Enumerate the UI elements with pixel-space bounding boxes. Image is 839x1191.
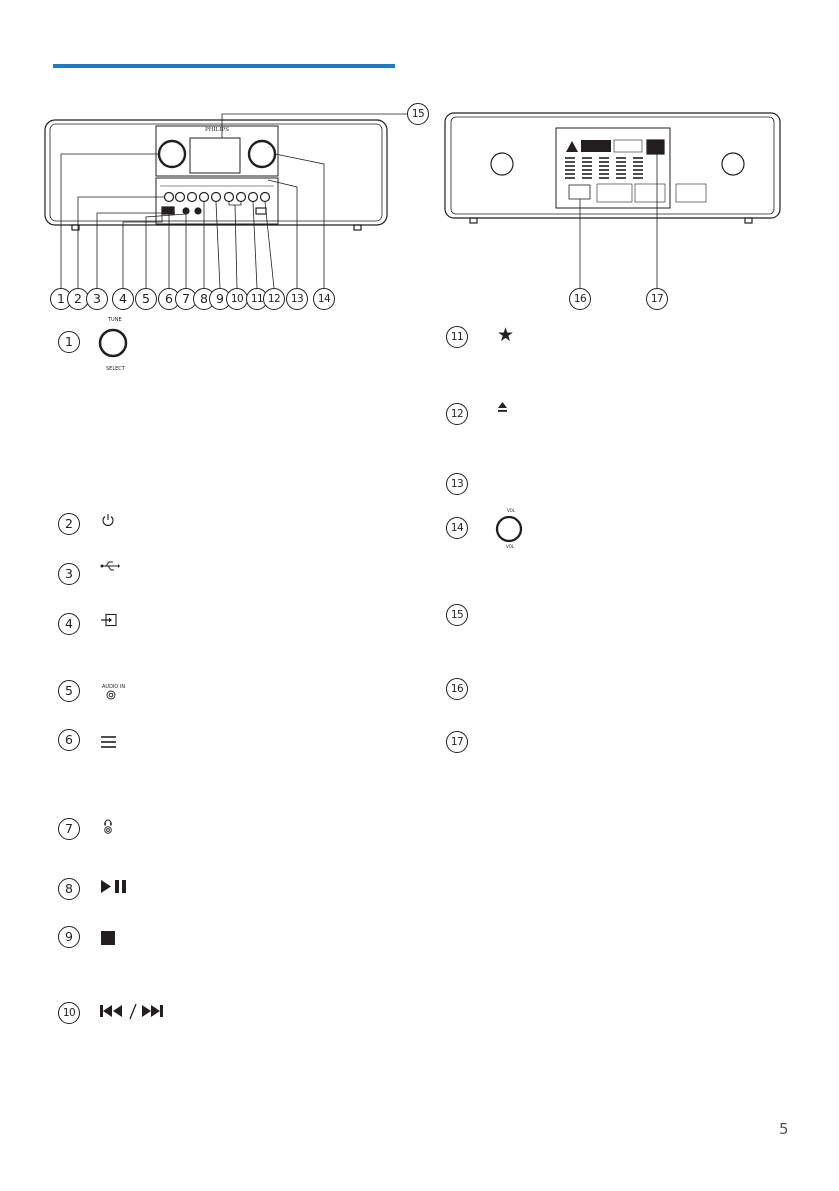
item-number-15: 15 [446,604,468,626]
front-callout-12: 12 [263,288,285,310]
item-number-16: 16 [446,678,468,700]
item-number-10: 10 [58,1002,80,1024]
back-callout-17: 17 [646,288,668,310]
item-number-7: 7 [58,818,80,840]
item-number-2: 2 [58,513,80,535]
item-number-6: 6 [58,729,80,751]
vol-knob-bottom-label: VOL [506,544,515,549]
select-knob [157,139,187,169]
item-number-4: 4 [58,613,80,635]
power-icon [102,514,114,527]
item-number-17: 17 [446,731,468,753]
volume-knob [247,139,277,169]
item-number-5: 5 [58,680,80,702]
knob-select-label: SELECT [106,366,125,372]
front-view-diagram: PHILIPS [44,112,781,289]
item-number-9: 9 [58,926,80,948]
item-number-14: 14 [446,517,468,539]
front-callout-10: 10 [226,288,248,310]
item-number-8: 8 [58,878,80,900]
front-callout-3: 3 [86,288,108,310]
knob-tune-label: TUNE [108,317,122,323]
item-number-1: 1 [58,331,80,353]
previous-next-icon [100,1004,163,1020]
display-screen [189,137,241,174]
front-callout-13: 13 [286,288,308,310]
headphone-jack-icon [104,819,112,834]
select-tune-knob-icon [98,328,128,358]
front-callout-2: 2 [67,288,89,310]
front-cabinet [44,119,388,226]
back-view-diagram [444,112,781,224]
section-accent-bar [53,64,395,68]
source-input-icon [101,613,117,627]
vol-knob-top-label: VOL [507,508,516,513]
top-callout-15: 15 [407,103,429,125]
front-callout-14: 14 [313,288,335,310]
page-number: 5 [779,1120,789,1138]
item-number-3: 3 [58,563,80,585]
front-callout-5: 5 [135,288,157,310]
audio-in-label: AUDIO IN [102,684,126,690]
item-number-11: 11 [446,326,468,348]
philips-logo: PHILIPS [205,127,229,133]
audio-in-jack-icon [106,690,116,700]
eject-icon [498,402,507,412]
back-callout-16: 16 [569,288,591,310]
usb-icon [100,561,120,571]
play-pause-icon [101,880,126,893]
favorite-star-icon: ★ [497,324,515,346]
front-callout-4: 4 [112,288,134,310]
menu-icon [101,736,116,748]
volume-knob-icon [495,515,523,543]
item-number-13: 13 [446,473,468,495]
stop-icon [101,931,115,945]
item-number-12: 12 [446,403,468,425]
